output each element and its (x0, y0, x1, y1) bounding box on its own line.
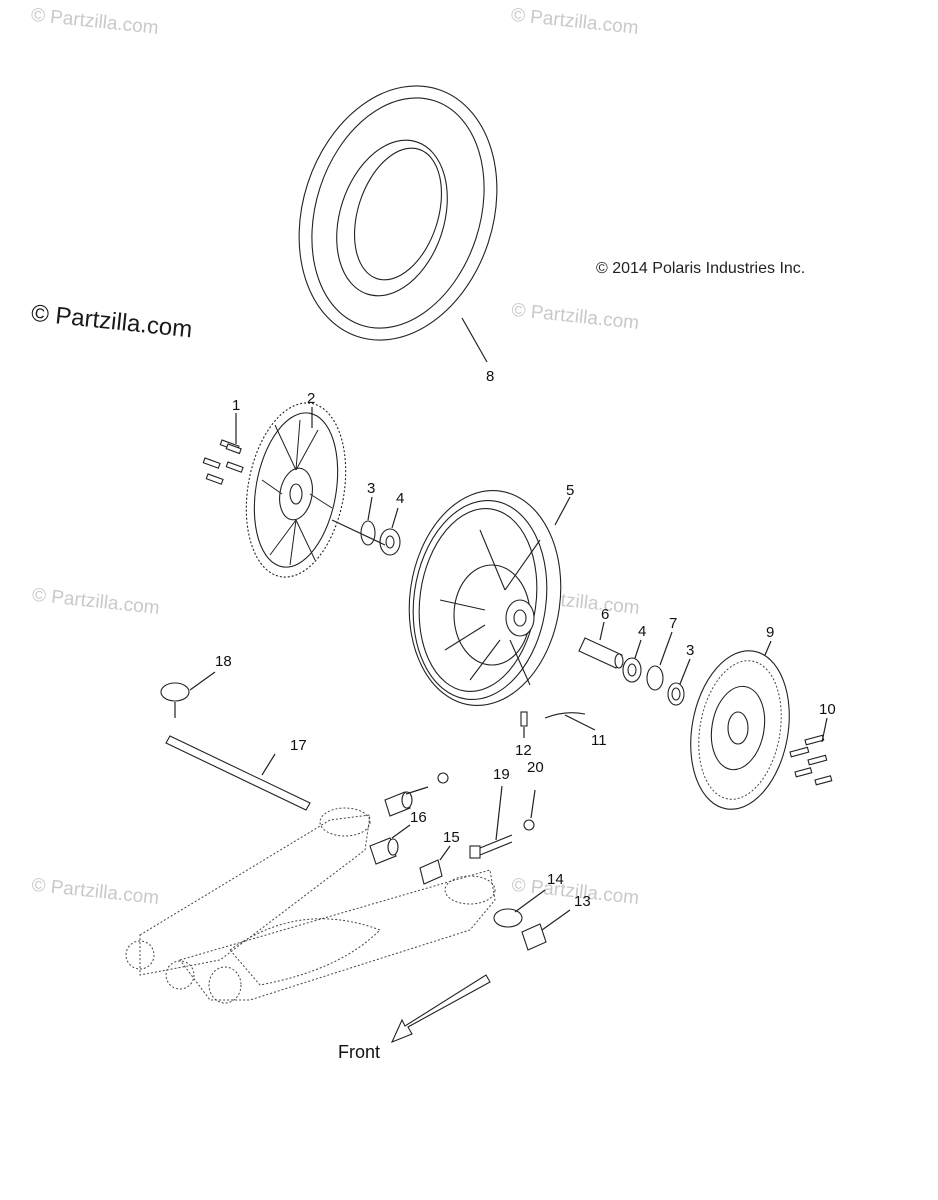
adjuster-plate (493, 908, 523, 928)
callout: 1 (232, 397, 240, 414)
callout: 4 (396, 490, 404, 507)
watermark: © Partzilla.com (30, 5, 160, 39)
sprocket (245, 402, 347, 578)
circlip (646, 665, 664, 691)
watermark: © Partzilla.com (510, 300, 640, 334)
watermark: © Partzilla.com (31, 585, 161, 619)
callout: 7 (669, 615, 677, 632)
rear-wheel (408, 489, 562, 707)
axle-cap (160, 682, 190, 702)
callout: 3 (367, 480, 375, 497)
callout: 19 (493, 766, 510, 783)
callout: 18 (215, 653, 232, 670)
copyright-text: © 2014 Polaris Industries Inc. (596, 260, 805, 277)
watermark: © Partzilla.com (510, 5, 640, 39)
bushing (419, 859, 443, 885)
callout: 12 (515, 742, 532, 759)
watermark: © Partzilla.com (30, 875, 160, 909)
axle (165, 735, 311, 811)
callout: 8 (486, 368, 494, 385)
swingarm (125, 807, 496, 1004)
nut (523, 819, 535, 831)
callout: 17 (290, 737, 307, 754)
callout: 15 (443, 829, 460, 846)
callout: 9 (766, 624, 774, 641)
adjuster-nut (521, 923, 547, 951)
spacer (578, 637, 624, 669)
callout: 10 (819, 701, 836, 718)
callout: 13 (574, 893, 591, 910)
bushings (369, 772, 449, 865)
pivot-bolt (469, 834, 513, 859)
tire (298, 85, 498, 341)
valve-stem (520, 711, 528, 727)
front-arrow (390, 974, 491, 1044)
front-label: Front (338, 1042, 380, 1062)
callout: 3 (686, 642, 694, 659)
callout: 16 (410, 809, 427, 826)
disc-bolts (789, 734, 833, 786)
callout: 11 (591, 732, 607, 749)
bolts (202, 439, 244, 485)
callout: 6 (601, 606, 609, 623)
brand-watermark: © Partzilla.com (30, 300, 194, 344)
seal (360, 520, 376, 546)
brake-disc (690, 650, 790, 810)
callout: 14 (547, 871, 564, 888)
callout: 5 (566, 482, 574, 499)
callout: 2 (307, 390, 315, 407)
callout: 4 (638, 623, 646, 640)
callout: 20 (527, 759, 544, 776)
